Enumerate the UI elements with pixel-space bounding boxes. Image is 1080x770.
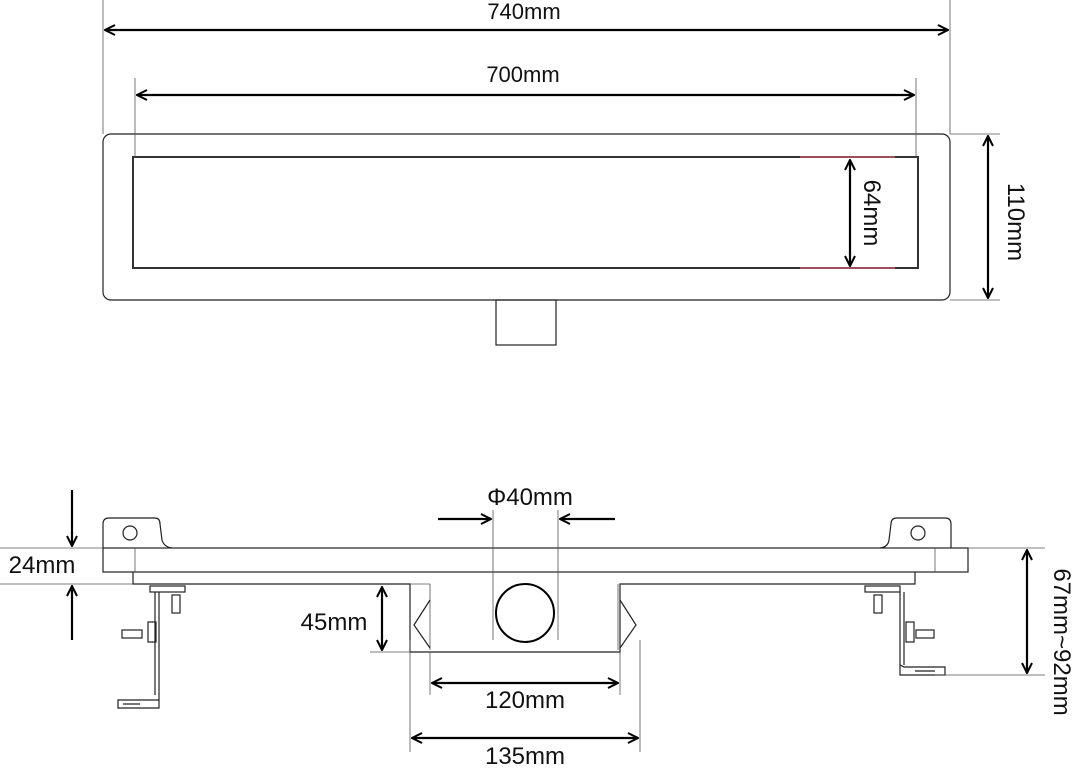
side-view: Φ40mm 24mm 45mm 120mm 135mm 67mm~92mm — [0, 484, 1075, 770]
outlet-pipe-section — [495, 583, 555, 643]
dimension-64-label: 64mm — [858, 180, 885, 247]
left-mounting-tab — [102, 517, 173, 549]
dimension-45-label: 45mm — [301, 609, 368, 636]
dimension-700-label: 700mm — [486, 62, 559, 87]
dimension-110-label: 110mm — [1002, 183, 1029, 261]
top-view: 740mm 700mm 64mm 110mm — [102, 0, 1029, 346]
left-height-adjust-bracket — [117, 585, 186, 709]
right-tab-hole — [910, 525, 926, 541]
dimension-40-label: Φ40mm — [487, 484, 573, 511]
dimension-67-92-label: 67mm~92mm — [1048, 568, 1075, 715]
drain-outer-frame — [102, 133, 951, 301]
grate-opening — [132, 156, 919, 269]
dimension-740-label: 740mm — [487, 0, 560, 24]
outlet-pipe — [495, 299, 557, 346]
dimension-24-label: 24mm — [9, 552, 76, 579]
left-tab-hole — [122, 525, 138, 541]
dimension-120-label: 120mm — [485, 687, 565, 714]
right-mounting-tab — [879, 517, 952, 549]
dimension-135-label: 135mm — [485, 743, 565, 770]
right-height-adjust-bracket — [864, 585, 946, 676]
